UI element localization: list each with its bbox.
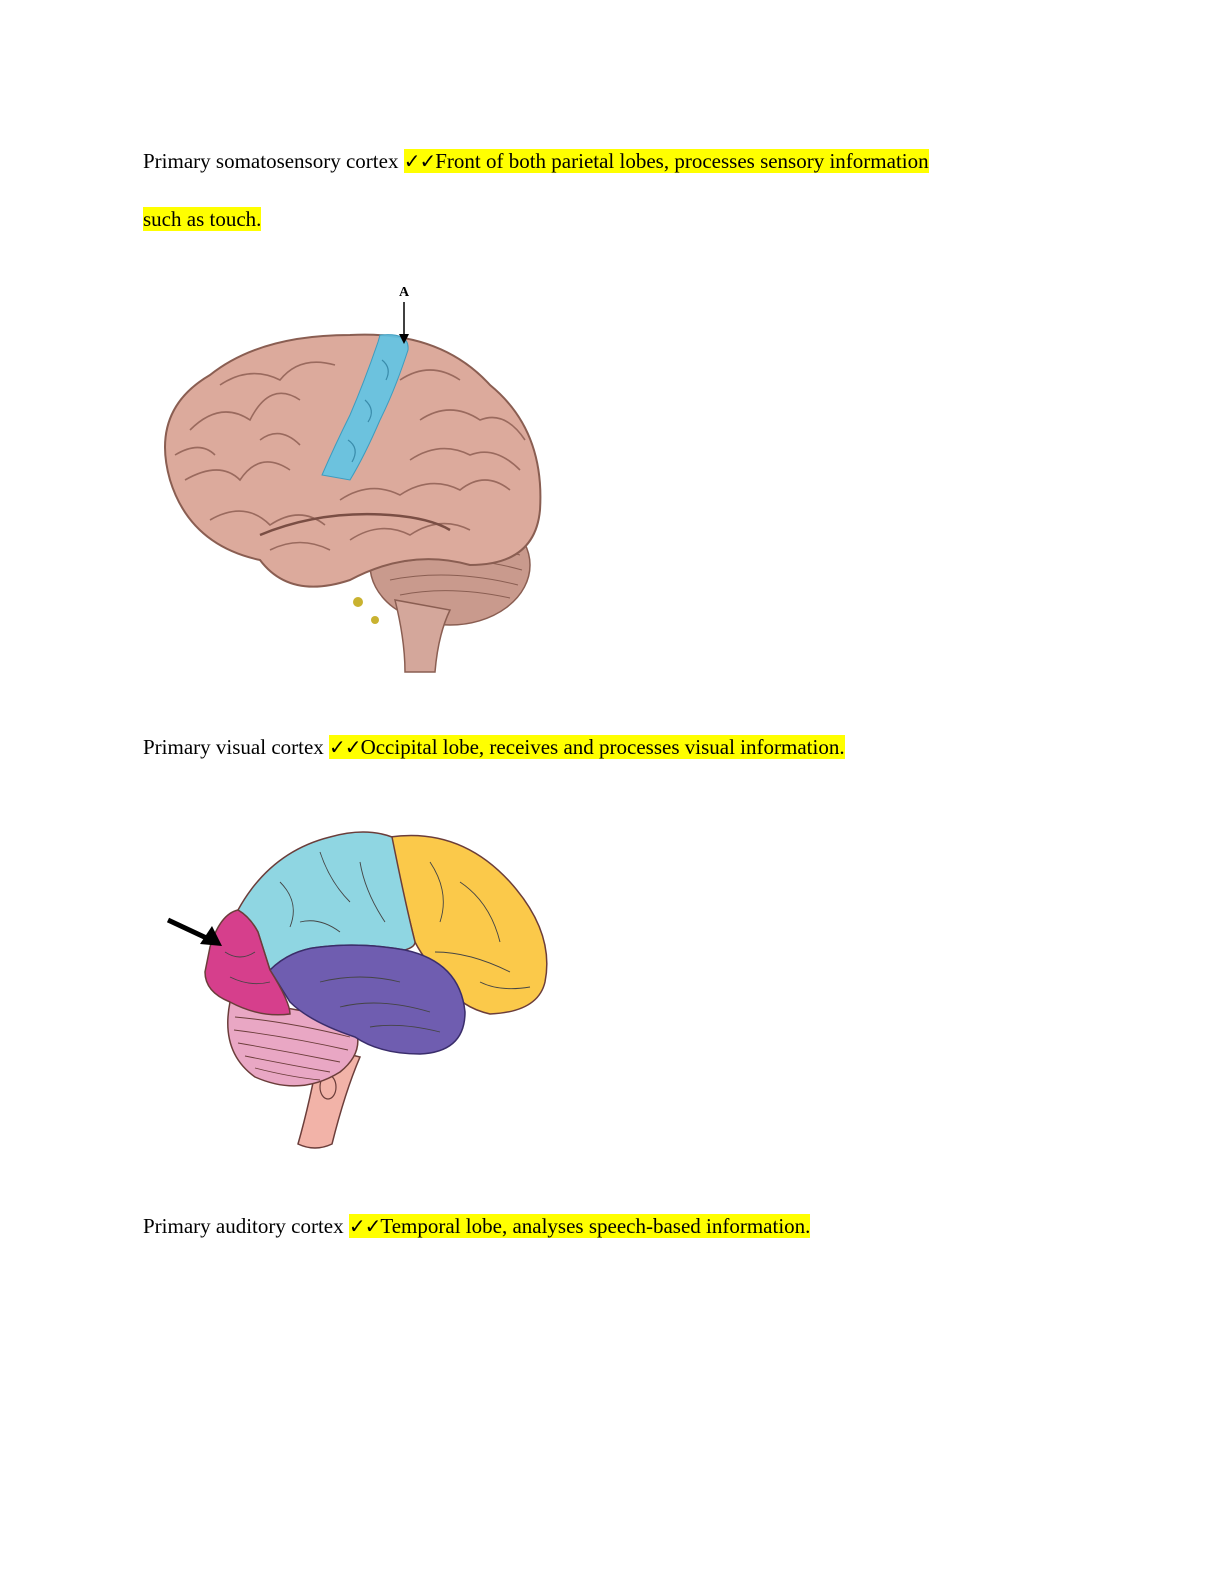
- cerebellum-folds: [233, 1016, 351, 1081]
- strip-folds: [347, 359, 389, 463]
- question-3-term: Primary auditory cortex: [143, 1214, 344, 1238]
- double-check-icon: ✓✓: [329, 735, 362, 759]
- nerve-detail-1: [353, 597, 363, 607]
- somatosensory-brain-figure: A: [164, 285, 542, 673]
- question-1-answer-highlight: ✓✓Front of both parietal lobes, processe…: [403, 149, 929, 173]
- lobes-brain-figure: [166, 831, 548, 1149]
- question-2-answer-highlight: ✓✓Occipital lobe, receives and processes…: [329, 735, 845, 759]
- question-1-answer-line-1: Front of both parietal lobes, processes …: [435, 149, 929, 173]
- brainstem-shape: [297, 1046, 362, 1149]
- question-2-answer: Occipital lobe, receives and processes v…: [360, 735, 845, 759]
- question-3-line: Primary auditory cortex ✓✓Temporal lobe,…: [143, 1211, 811, 1241]
- occipital-lobe: [204, 909, 291, 1016]
- question-2-term: Primary visual cortex: [143, 735, 324, 759]
- pointer-arrow-head: [200, 926, 222, 946]
- question-1-line-2: such as touch.: [143, 204, 262, 234]
- question-3-answer-highlight: ✓✓Temporal lobe, analyses speech-based i…: [348, 1214, 811, 1238]
- question-1-answer-line-2: such as touch.: [143, 207, 262, 231]
- double-check-icon: ✓✓: [348, 1214, 382, 1238]
- brainstem-shape: [393, 599, 452, 673]
- figure-label-a: A: [399, 285, 410, 300]
- somatosensory-strip-highlight: [321, 334, 409, 481]
- lateral-sulcus: [259, 512, 451, 537]
- sulci-lines: [224, 851, 531, 1033]
- question-1-term: Primary somatosensory cortex: [143, 149, 399, 173]
- gyri-texture: [174, 361, 526, 551]
- double-check-icon: ✓✓: [403, 149, 437, 173]
- pointer-arrow-head: [399, 334, 409, 344]
- question-2-line: Primary visual cortex ✓✓Occipital lobe, …: [143, 732, 845, 762]
- question-1-line-1: Primary somatosensory cortex ✓✓Front of …: [143, 146, 929, 176]
- nerve-detail-2: [371, 616, 379, 624]
- question-3-answer: Temporal lobe, analyses speech-based inf…: [380, 1214, 811, 1238]
- temporal-lobe: [269, 944, 466, 1055]
